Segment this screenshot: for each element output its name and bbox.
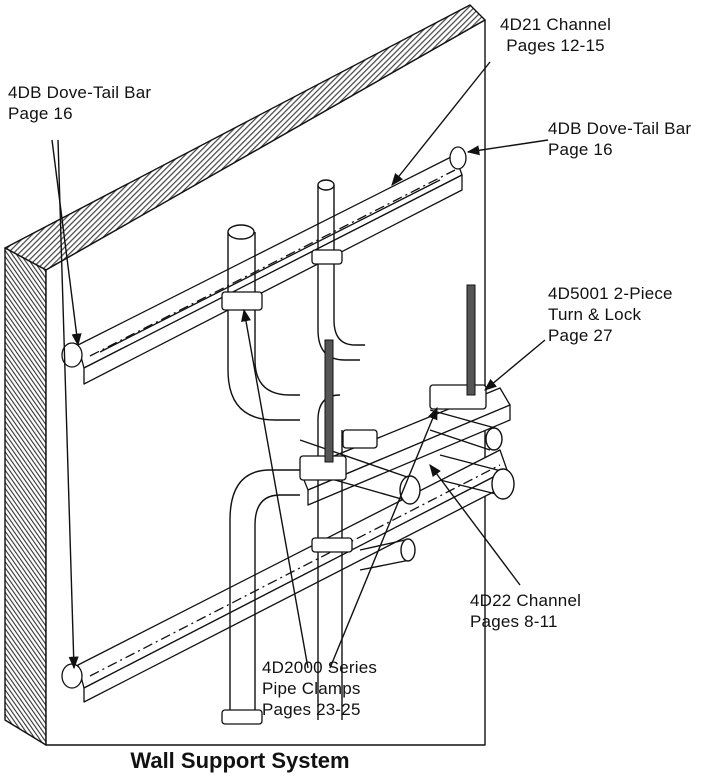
- pipe-lower-u: [229, 469, 300, 715]
- wall-side-edge: [4, 247, 47, 746]
- upper-channel-4d21: [61, 146, 467, 385]
- callout-4d21-line1: 4D21 Channel: [500, 15, 612, 34]
- callout-turn-lock-line3: Page 27: [548, 326, 613, 345]
- pipe-front-2: [439, 454, 506, 496]
- figure-caption: Wall Support System: [130, 748, 350, 773]
- callout-dovetail-right-line1: 4DB Dove-Tail Bar: [548, 119, 692, 138]
- callout-turn-lock: 4D5001 2-Piece Turn & Lock Page 27: [548, 283, 673, 346]
- callout-dovetail-left: 4DB Dove-Tail Bar Page 16: [8, 82, 151, 124]
- callout-4d21-channel: 4D21 Channel Pages 12-15: [500, 14, 611, 56]
- callout-turn-lock-line2: Turn & Lock: [548, 305, 642, 324]
- callout-pipe-clamps-line2: Pipe Clamps: [262, 679, 361, 698]
- pipe-left-vertical: [227, 232, 300, 421]
- callout-dovetail-right: 4DB Dove-Tail Bar Page 16: [548, 118, 691, 160]
- callout-pipe-clamps: 4D2000 Series Pipe Clamps Pages 23-25: [262, 657, 377, 720]
- callout-4d22-channel: 4D22 Channel Pages 8-11: [470, 590, 581, 632]
- leader-4d22: [429, 463, 521, 586]
- lower-channel: [61, 449, 508, 703]
- leader-4d21: [391, 61, 491, 186]
- leader-turn-lock: [484, 339, 546, 391]
- leader-dovetail-left-1: [51, 139, 82, 347]
- callout-dovetail-left-line1: 4DB Dove-Tail Bar: [8, 83, 152, 102]
- pipe-front-3: [429, 409, 496, 451]
- callout-pipe-clamps-line1: 4D2000 Series: [262, 658, 378, 677]
- pipe-left-top-end: [227, 224, 255, 240]
- leader-clamps-2: [329, 406, 438, 669]
- callout-4d21-line2: Pages 12-15: [506, 36, 605, 55]
- pipes: [227, 179, 515, 720]
- leader-lines: [51, 61, 549, 670]
- callout-4d22-line1: 4D22 Channel: [470, 591, 582, 610]
- leader-dovetail-right: [466, 139, 549, 156]
- callout-4d22-line2: Pages 8-11: [470, 612, 558, 631]
- threaded-rods: [324, 284, 476, 463]
- callout-dovetail-right-line2: Page 16: [548, 140, 613, 159]
- callout-turn-lock-line1: 4D5001 2-Piece: [548, 284, 673, 303]
- leader-dovetail-left-2: [57, 139, 79, 670]
- callout-dovetail-left-line2: Page 16: [8, 104, 73, 123]
- callout-pipe-clamps-line3: Pages 23-25: [262, 700, 361, 719]
- leader-clamps-1: [241, 308, 309, 669]
